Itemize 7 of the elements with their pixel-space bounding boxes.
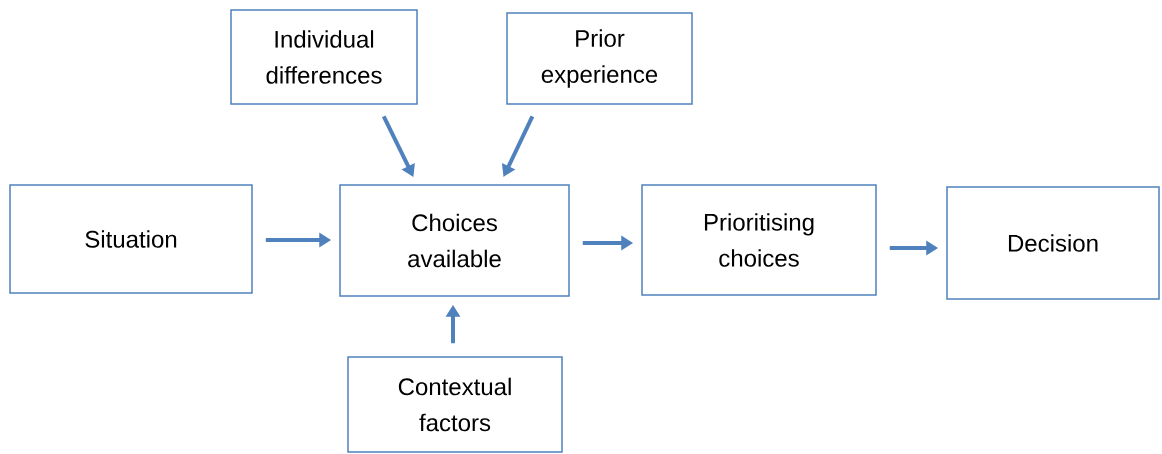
process-box: Choices available xyxy=(339,184,570,297)
process-box: Contextual factors xyxy=(347,356,563,453)
process-box: Individual differences xyxy=(230,9,418,105)
process-box: Situation xyxy=(9,184,253,294)
process-box: Decision xyxy=(946,186,1160,300)
process-box: Prior experience xyxy=(506,12,693,105)
process-box: Prioritising choices xyxy=(641,184,877,296)
